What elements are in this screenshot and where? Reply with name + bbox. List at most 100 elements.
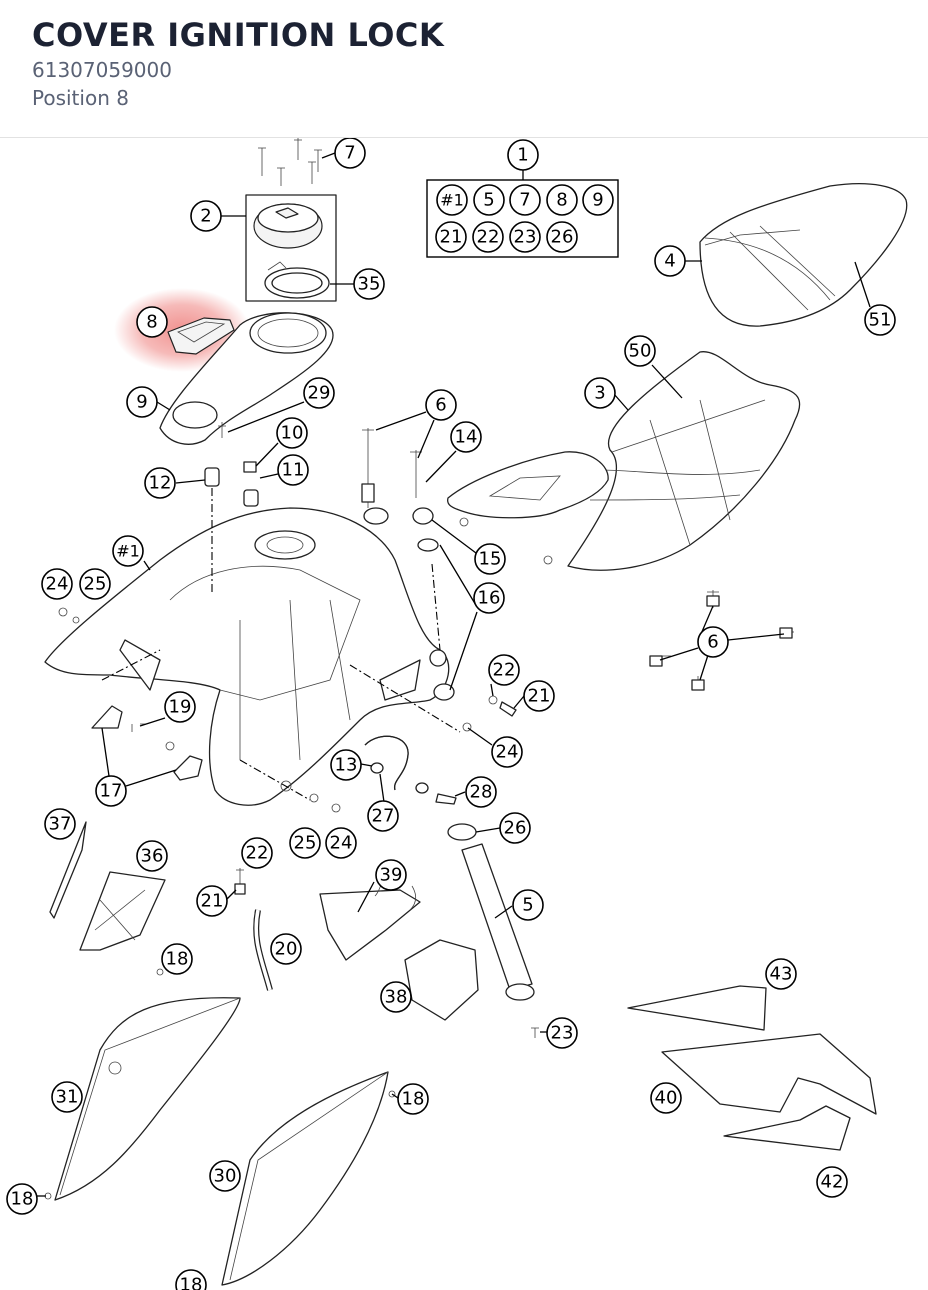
callout-25-a: 25 — [79, 568, 111, 600]
callout-number: 9 — [592, 190, 603, 211]
part-drawings — [44, 138, 908, 1286]
callout-6-a: 6 — [425, 389, 457, 421]
callout-22-a: 22 — [488, 654, 520, 686]
callout-number: 23 — [514, 227, 537, 248]
callout-number: 27 — [372, 806, 395, 827]
callout-21-b: 21 — [196, 885, 228, 917]
callout-number: 12 — [149, 473, 172, 494]
callout-number: 28 — [470, 782, 493, 803]
callout-number: 18 — [402, 1089, 425, 1110]
callout-26: 26 — [499, 812, 531, 844]
callout-43: 43 — [765, 958, 797, 990]
callout-number: 26 — [504, 818, 527, 839]
callout-4: 4 — [654, 245, 686, 277]
callout-12: 12 — [144, 467, 176, 499]
callout-number: 10 — [281, 423, 304, 444]
callout-number: 26 — [551, 227, 574, 248]
callout-17: 17 — [95, 775, 127, 807]
callout-number: 30 — [214, 1166, 237, 1187]
callout-18-c: 18 — [6, 1183, 38, 1215]
callout-number: 22 — [246, 843, 269, 864]
callout-6-b: 6 — [697, 626, 729, 658]
callout-2: 2 — [190, 200, 222, 232]
callout-23: 23 — [546, 1017, 578, 1049]
callout-number: 21 — [528, 686, 551, 707]
callout-30: 30 — [209, 1160, 241, 1192]
callout-number: 7 — [344, 143, 355, 164]
kit-item-1: #1 — [436, 184, 468, 216]
callout-number: 13 — [335, 755, 358, 776]
callout-number: 11 — [282, 460, 305, 481]
callout-20: 20 — [270, 933, 302, 965]
callout-number: 7 — [519, 190, 530, 211]
callout-11: 11 — [277, 454, 309, 486]
callout-number: 8 — [146, 312, 157, 333]
callout-number: 22 — [477, 227, 500, 248]
callout-number: 8 — [556, 190, 567, 211]
kit-item-3: 7 — [509, 184, 541, 216]
callout-number: 29 — [308, 383, 331, 404]
callout-number: 39 — [380, 865, 403, 886]
callout-number: 5 — [522, 895, 533, 916]
callout-29: 29 — [303, 377, 335, 409]
callout-number: 15 — [479, 549, 502, 570]
callout-number: 1 — [517, 145, 528, 166]
callout-10: 10 — [276, 417, 308, 449]
callout-38: 38 — [380, 981, 412, 1013]
callout-8[interactable]: 8 — [136, 306, 168, 338]
callout-number: 24 — [330, 833, 353, 854]
kit-item-5: 9 — [582, 184, 614, 216]
callout-7-top: 7 — [334, 138, 366, 169]
callout-number: 37 — [49, 814, 72, 835]
callout-number: #1 — [440, 191, 464, 210]
callout-number: 21 — [440, 227, 463, 248]
page-header: COVER IGNITION LOCK 61307059000 Position… — [0, 0, 928, 138]
callout-number: 22 — [493, 660, 516, 681]
callout-number: 17 — [100, 781, 123, 802]
callout-13: 13 — [330, 749, 362, 781]
callout-number: 6 — [707, 632, 718, 653]
callout-number: 18 — [11, 1189, 34, 1210]
callout-number: 4 — [664, 251, 675, 272]
callout-42: 42 — [816, 1166, 848, 1198]
callout-number: 25 — [294, 833, 317, 854]
callout-number: #1 — [116, 542, 140, 561]
callout-number: 31 — [56, 1087, 79, 1108]
callout-35: 35 — [353, 268, 385, 300]
callout-22-b: 22 — [241, 837, 273, 869]
kit-item-6: 21 — [435, 221, 467, 253]
callout-number: 24 — [46, 574, 69, 595]
kit-item-8: 23 — [509, 221, 541, 253]
callout-37: 37 — [44, 808, 76, 840]
callout-number: 18 — [180, 1275, 203, 1290]
kit-item-2: 5 — [473, 184, 505, 216]
position-number: Position 8 — [32, 86, 129, 110]
callout-18-a: 18 — [161, 943, 193, 975]
callout-number: 6 — [435, 395, 446, 416]
callout-number: 35 — [358, 274, 381, 295]
assembly-lines — [101, 488, 461, 801]
callout-number: 43 — [770, 964, 793, 985]
callout-number: 9 — [136, 392, 147, 413]
callout-27: 27 — [367, 800, 399, 832]
callout-number: 24 — [496, 742, 519, 763]
callout-number: 50 — [629, 341, 652, 362]
callout-15: 15 — [474, 543, 506, 575]
callout-51: 51 — [864, 304, 896, 336]
kit-item-7: 22 — [472, 221, 504, 253]
callout-number: 19 — [169, 697, 192, 718]
callout-28: 28 — [465, 776, 497, 808]
callout-number: 38 — [385, 987, 408, 1008]
callout-1: 1 — [507, 139, 539, 171]
callout-number: 51 — [869, 310, 892, 331]
callout-16: 16 — [473, 582, 505, 614]
callout-number: 20 — [275, 939, 298, 960]
callout-number: 14 — [455, 427, 478, 448]
callout-number: 25 — [84, 574, 107, 595]
callout-24-a: 24 — [41, 568, 73, 600]
callout-number: 42 — [821, 1172, 844, 1193]
kit-item-4: 8 — [546, 184, 578, 216]
callout-39: 39 — [375, 859, 407, 891]
callout-14: 14 — [450, 421, 482, 453]
callout-number: 5 — [483, 190, 494, 211]
